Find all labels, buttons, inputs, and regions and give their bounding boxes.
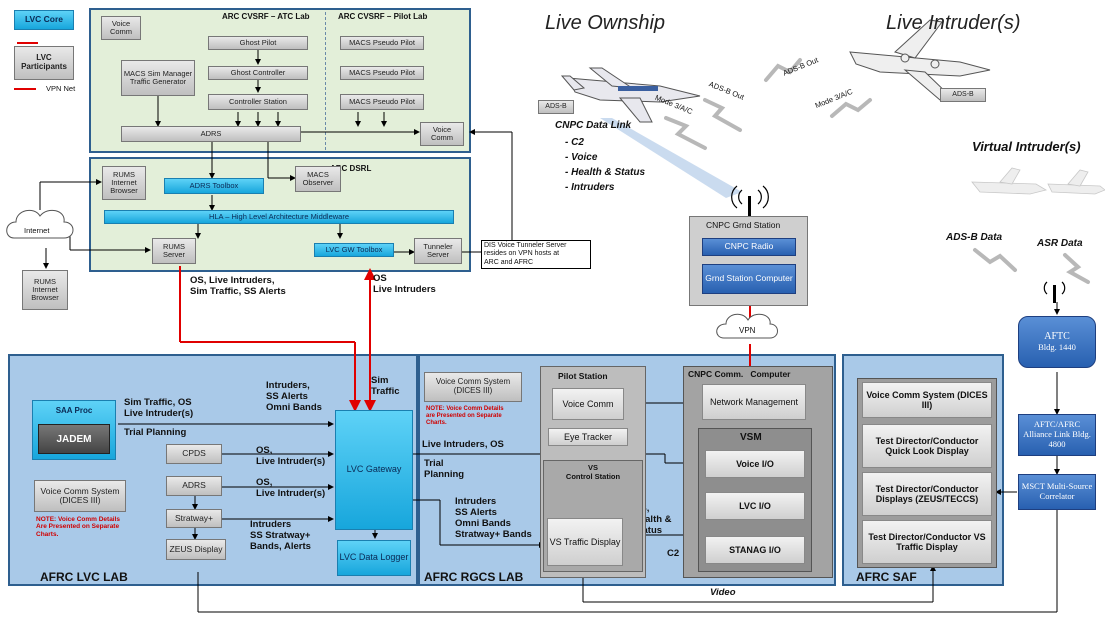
stanag-io: STANAG I/O (705, 536, 805, 564)
cnpc-item-intruders: - Intruders (565, 182, 615, 193)
lvc-gateway: LVC Gateway (335, 410, 413, 530)
tunneler-server: Tunneler Server (414, 238, 462, 264)
vsm-title: VSM (740, 432, 762, 443)
adrs-toolbox: ADRS Toolbox (164, 178, 264, 194)
cnpc-item-intruders-text: Intruders (571, 182, 615, 193)
ownship-adsb: ADS-B (538, 100, 574, 114)
trial-planning-2-label: Trial Planning (424, 458, 465, 480)
rgcs-voice-note: NOTE: Voice Comm Details are Presented o… (426, 406, 504, 426)
sim-os-label: Sim Traffic, OS Live Intruder(s) (124, 397, 194, 419)
lvc-data-logger: LVC Data Logger (337, 540, 411, 576)
rums-server: RUMS Server (152, 238, 196, 264)
rgcs-flow-label: Intruders SS Alerts Omni Bands Stratway+… (455, 496, 532, 540)
saf-displays: Test Director/Conductor Displays (ZEUS/T… (862, 472, 992, 516)
virtual-intruders-title: Virtual Intruder(s) (972, 139, 1081, 154)
macs-observer: MACS Observer (295, 166, 341, 192)
intruders-omni-label: Intruders, SS Alerts Omni Bands (266, 380, 322, 413)
lab-divider (325, 12, 326, 150)
legend-lvc-participants: LVC Participants (14, 46, 74, 80)
controller-station: Controller Station (208, 94, 308, 110)
atc-lab-title: ARC CVSRF – ATC Lab (222, 12, 310, 21)
lvc-voice-comm: Voice Comm System (DICES III) (34, 480, 126, 512)
hla-middleware: HLA – High Level Architecture Middleware (104, 210, 454, 224)
live-intruders-title: Live Intruder(s) (886, 12, 1021, 34)
live-ownship-title: Live Ownship (545, 12, 666, 34)
cnpc-item-c2-text: C2 (571, 137, 584, 148)
rgcs-lab-title: AFRC RGCS LAB (424, 570, 524, 584)
red-flow-left-label: OS, Live Intruders, Sim Traffic, SS Aler… (190, 275, 286, 297)
jadem: JADEM (38, 424, 110, 454)
vs-traffic-display: VS Traffic Display (547, 518, 623, 566)
lvc-io: LVC I/O (705, 492, 805, 520)
zeus-display: ZEUS Display (166, 539, 226, 560)
stratway: Stratway+ (166, 509, 222, 528)
alliance-link: AFTC/AFRC Alliance Link Bldg. 4800 (1018, 414, 1096, 456)
intruder-adsb: ADS-B (940, 88, 986, 102)
cpds: CPDS (166, 444, 222, 464)
rgcs-voice-comm-2: Voice Comm (552, 388, 624, 420)
pilot-lab-title: ARC CVSRF – Pilot Lab (338, 12, 428, 21)
cnpc-item-health: - Health & Status (565, 167, 646, 178)
red-flow-right-label: OS Live Intruders (373, 273, 436, 295)
saf-quick-look: Test Director/Conductor Quick Look Displ… (862, 424, 992, 468)
lvc-gw-toolbox: LVC GW Toolbox (314, 243, 394, 257)
os-live-1-label: OS, Live Intruder(s) (256, 445, 326, 467)
c2-label: C2 (667, 548, 680, 559)
saf-title: AFRC SAF (856, 570, 917, 584)
vs-control-title: VS Control Station (565, 463, 621, 481)
ghost-pilot: Ghost Pilot (208, 36, 308, 50)
pilot-station-title: Pilot Station (558, 371, 608, 381)
cnpc-item-voice: - Voice (565, 152, 598, 163)
cnpc-radio: CNPC Radio (702, 238, 796, 256)
lvc-lab-title: AFRC LVC LAB (40, 570, 128, 584)
legend-vpn-line (14, 88, 36, 90)
pilot-voice-comm: Voice Comm (420, 122, 464, 146)
cnpc-data-link-title: CNPC Data Link (555, 120, 632, 131)
legend-vpn-label: VPN Net (46, 84, 76, 93)
sim-traffic-label: Sim Traffic (371, 375, 400, 397)
video-label: Video (710, 587, 736, 598)
cnpc-item-voice-text: Voice (571, 152, 598, 163)
legend-lvc-core: LVC Core (14, 10, 74, 30)
ownship-aircraft (560, 67, 701, 123)
external-rums-browser: RUMS Internet Browser (22, 270, 68, 310)
macs-sim-manager: MACS Sim Manager Traffic Generator (121, 60, 195, 96)
lvc-adrs: ADRS (166, 476, 222, 496)
pseudo-pilot-1: MACS Pseudo Pilot (340, 36, 424, 50)
dsrl-rums-browser: RUMS Internet Browser (102, 166, 146, 200)
pseudo-pilot-2: MACS Pseudo Pilot (340, 66, 424, 80)
network-management: Network Management (702, 384, 806, 420)
rgcs-voice-comm: Voice Comm System (DICES III) (424, 372, 522, 402)
lvc-voice-note: NOTE: Voice Comm Details Are Presented o… (36, 516, 121, 538)
dis-note: DIS Voice Tunneler Server resides on VPN… (481, 240, 591, 270)
voice-io: Voice I/O (705, 450, 805, 478)
ghost-controller: Ghost Controller (208, 66, 308, 80)
lab-split (417, 358, 419, 582)
trial-planning-label: Trial Planning (124, 427, 187, 438)
os-live-2-label: OS, Live Intruder(s) (256, 477, 326, 499)
grnd-station-computer: Grnd Station Computer (702, 264, 796, 294)
adsb-data-label: ADS-B Data (946, 232, 1003, 243)
pseudo-pilot-3: MACS Pseudo Pilot (340, 94, 424, 110)
vpn-cloud-label: VPN (739, 326, 756, 335)
internet-label: Internet (24, 226, 50, 235)
live-int-os-label: Live Intruders, OS (422, 439, 504, 450)
stratway-flow-label: Intruders SS Stratway+ Bands, Alerts (250, 519, 311, 552)
arc-adrs: ADRS (121, 126, 301, 142)
cnpc-item-c2: - C2 (565, 137, 584, 148)
asr-data-label: ASR Data (1037, 238, 1083, 249)
aftc-bldg: Bldg. 1440 (1038, 341, 1076, 352)
eye-tracker: Eye Tracker (548, 428, 628, 446)
atc-voice-comm: Voice Comm (101, 16, 141, 40)
aftc-title: AFTC (1044, 331, 1070, 343)
aftc-building: AFTC Bldg. 1440 (1018, 316, 1096, 368)
saf-voice-comm: Voice Comm System (DICES III) (862, 382, 992, 418)
saf-vs-traffic: Test Director/Conductor VS Traffic Displ… (862, 520, 992, 564)
msct-correlator: MSCT Multi-Source Correlator (1018, 474, 1096, 510)
cnpc-station-title: CNPC Grnd Station (706, 220, 781, 230)
cnpc-item-health-text: Health & Status (571, 167, 646, 178)
cnpc-comm-title: CNPC Comm. Computer (688, 369, 791, 379)
